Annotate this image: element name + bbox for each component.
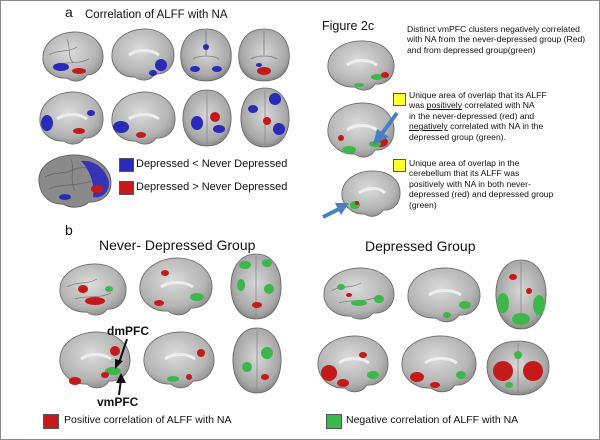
brain-never-medial-1 <box>139 257 213 316</box>
note-2-line-3: positively with NA in both never- <box>409 178 531 189</box>
brain-dep-medial-3 <box>401 335 477 393</box>
note-2-line-1: Unique area of overlap in the <box>409 158 520 168</box>
brain-coronal-a1 <box>180 28 232 82</box>
brain-never-medial-3 <box>143 331 215 389</box>
note-1-line-2: was positively correlated with NA <box>409 100 535 111</box>
marker-yellow-overlap-1 <box>393 93 406 106</box>
panel-a-title: Correlation of ALFF with NA <box>85 9 228 21</box>
legend-label-depressed-greater: Depressed > Never Depressed <box>136 181 288 193</box>
note-2-line-5: (green) <box>409 199 437 210</box>
brain-medial-a2 <box>39 91 104 145</box>
arrow-icon-dmpfc <box>115 338 128 369</box>
note-2-line-4: depressed (red) and depressed group <box>409 189 554 200</box>
brain-2c-medial-2 <box>327 102 395 158</box>
legend-label-positive: Positive correlation of ALFF with NA <box>64 414 232 426</box>
arrow-icon-vmpfc <box>116 373 126 396</box>
legend-label-depressed-less: Depressed < Never Depressed <box>136 158 288 170</box>
brain-coronal-a2 <box>238 28 290 82</box>
brain-never-lateral <box>59 263 127 316</box>
brain-3d-render <box>38 154 112 208</box>
label-vmpfc: vmPFC <box>97 395 139 409</box>
legend-swatch-positive <box>43 414 59 429</box>
note-1-line-3: in the never-depressed (red) and <box>409 110 535 121</box>
note-1-line-1: Unique area of overlap that its ALFF <box>409 90 547 100</box>
brain-dep-medial-2 <box>317 335 389 393</box>
note-overlap-cerebellum: Unique area of overlap in the cerebellum… <box>409 158 595 210</box>
legend-swatch-negative <box>326 414 342 429</box>
note-2-line-2: cerebellum that its ALFF was <box>409 168 520 179</box>
brain-lateral-left-a1 <box>42 31 104 82</box>
brain-dep-cerebellum <box>486 340 550 396</box>
figure-2c-title: Figure 2c <box>322 19 375 33</box>
brain-axial-a1 <box>182 89 232 147</box>
brain-never-medial-2 <box>59 331 131 389</box>
legend-swatch-blue <box>119 158 134 172</box>
figure-2c-description: Distinct vmPFC clusters negatively corre… <box>407 24 586 55</box>
brain-dep-lateral <box>323 267 395 320</box>
brain-never-axial-2 <box>232 327 282 394</box>
brain-dep-axial-1 <box>495 259 547 330</box>
brain-medial-a3 <box>111 91 176 145</box>
brain-medial-a1 <box>111 28 175 81</box>
brain-dep-medial-1 <box>407 267 481 323</box>
arrow-icon-2c-cerebellum <box>322 203 349 219</box>
group-title-depressed: Depressed Group <box>365 238 476 254</box>
legend-swatch-red <box>119 181 134 195</box>
arrow-icon-2c-vmpfc <box>373 111 399 145</box>
brain-axial-a2 <box>240 87 290 148</box>
note-overlap-vmpfc: Unique area of overlap that its ALFF was… <box>409 90 595 142</box>
brain-never-axial-1 <box>230 253 282 320</box>
legend-label-negative: Negative correlation of ALFF with NA <box>346 414 519 426</box>
marker-yellow-overlap-2 <box>393 159 406 172</box>
brain-2c-medial-1 <box>327 40 395 91</box>
note-1-line-4: negatively correlated with NA in the <box>409 121 544 132</box>
panel-b-letter: b <box>65 222 73 238</box>
panel-a-letter: a <box>65 4 73 20</box>
group-title-never-depressed: Never- Depressed Group <box>99 237 256 253</box>
label-dmpfc: dmPFC <box>107 324 149 338</box>
brain-2c-medial-3 <box>341 170 401 217</box>
note-1-line-5: depressed group (green). <box>409 131 506 142</box>
